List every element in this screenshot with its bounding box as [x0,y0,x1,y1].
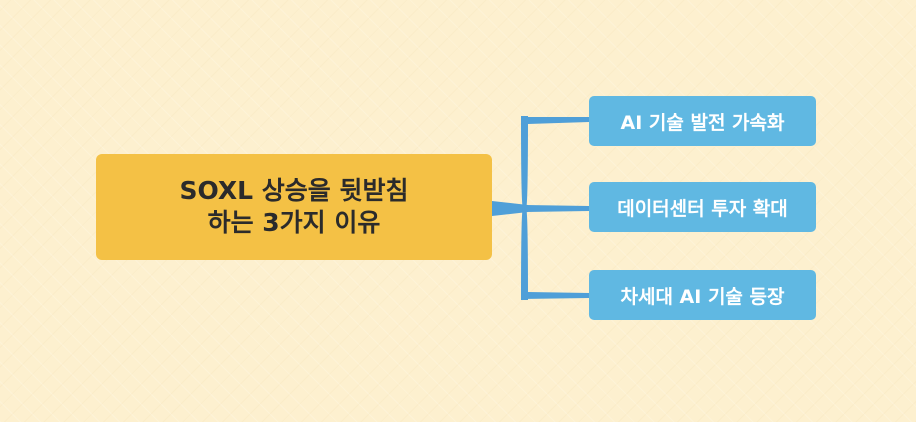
root-topic-label: SOXL 상승을 뒷받침 하는 3가지 이유 [179,176,409,237]
connector-branch-3 [521,292,589,299]
subtopic-node-1[interactable]: AI 기술 발전 가속화 [589,96,816,146]
subtopic-label-3: 차세대 AI 기술 등장 [620,285,785,308]
subtopic-label-2: 데이터센터 투자 확대 [617,197,788,220]
connector-trunk [492,201,528,216]
subtopic-node-3[interactable]: 차세대 AI 기술 등장 [589,270,816,320]
connector-branch-1 [521,117,589,124]
root-topic-node[interactable]: SOXL 상승을 뒷받침 하는 3가지 이유 [96,154,492,260]
connector-branch-2 [526,205,589,212]
subtopic-label-1: AI 기술 발전 가속화 [620,111,785,134]
connector-spine [521,116,528,300]
subtopic-node-2[interactable]: 데이터센터 투자 확대 [589,182,816,232]
